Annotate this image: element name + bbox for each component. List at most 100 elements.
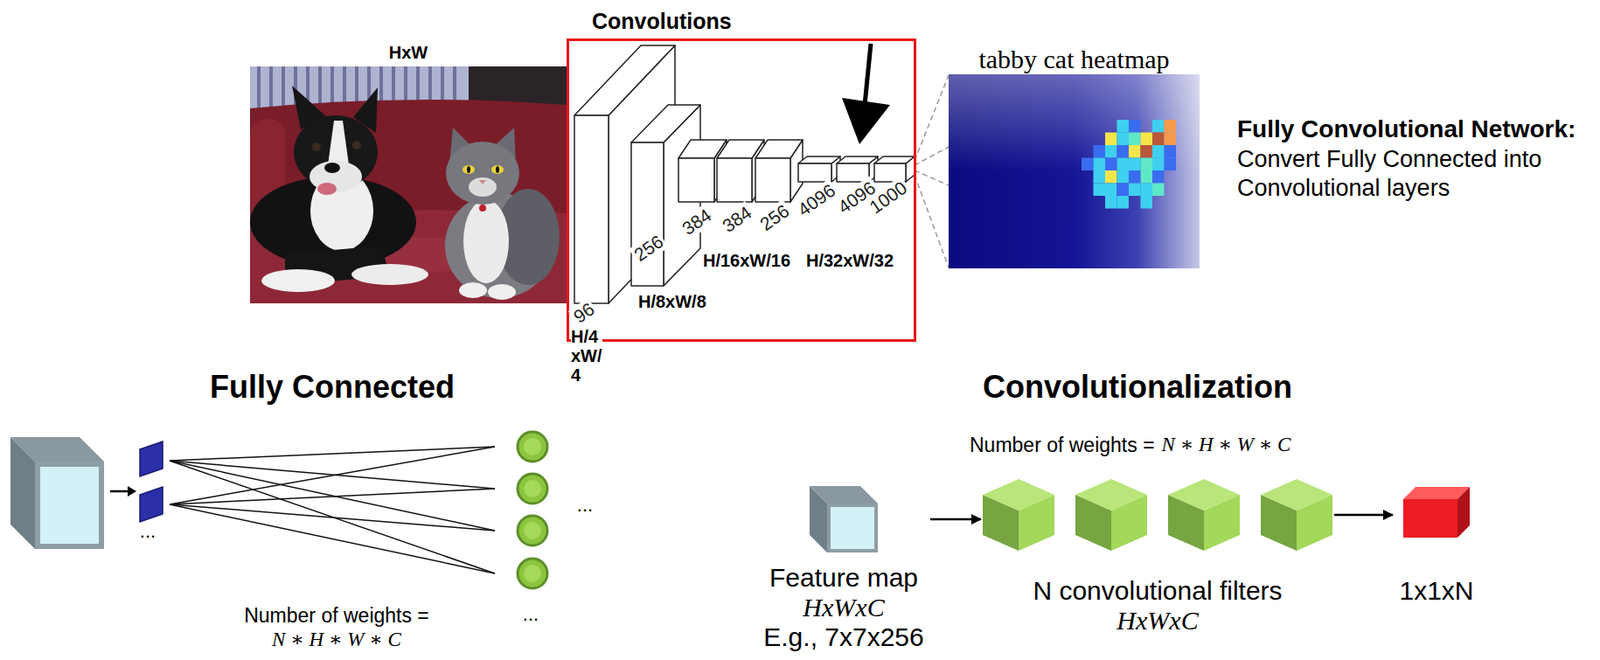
- heatmap-cells: [1128, 132, 1141, 147]
- output-neurons: [517, 515, 548, 546]
- node-text: N convolutional filters: [1032, 576, 1282, 606]
- node-text: HxWxC: [1116, 605, 1198, 636]
- output-neurons: [517, 558, 548, 589]
- ellipsis: ...: [577, 494, 593, 516]
- heatmap-cells: [1128, 183, 1141, 197]
- feature-map-cube: [809, 486, 878, 504]
- heatmap-cells: [1081, 158, 1094, 172]
- fc-connections: [169, 488, 495, 505]
- cnn-layer-blocks: [574, 45, 675, 116]
- node-text: E.g., 7x7x256: [763, 622, 924, 653]
- heatmap-cells: [1093, 170, 1107, 184]
- heatmap-cells: [1140, 195, 1154, 209]
- flow-arrow: [930, 518, 981, 522]
- output-neurons: [523, 480, 542, 498]
- cnn-layer-blocks: [678, 158, 715, 202]
- heatmap-cells: [1164, 158, 1177, 172]
- output-neurons: [523, 521, 542, 540]
- flattened-units: [139, 486, 163, 522]
- node-text: tabby cat heatmap: [978, 43, 1169, 75]
- heatmap-cells: [1128, 170, 1141, 184]
- output-neurons: [517, 431, 548, 462]
- flatten-arrow: [110, 486, 137, 497]
- dog-cat-photo: [324, 162, 341, 174]
- cnn-layer-blocks: [755, 139, 803, 159]
- heatmap-cells: [1164, 145, 1177, 159]
- fc-input-cube: [10, 437, 105, 462]
- resolution-label: H/16xW/16: [702, 250, 791, 271]
- heatmap-cells: [1093, 145, 1107, 159]
- heatmap-cells: [1140, 183, 1154, 197]
- dog-cat-photo: [445, 141, 520, 205]
- cnn-layer-blocks: [836, 156, 878, 164]
- weight-count: Number of weights =: [243, 603, 430, 628]
- dog-cat-photo: [352, 140, 362, 150]
- heatmap-image: [948, 74, 1200, 269]
- output-cuboid: [1403, 499, 1458, 538]
- node-text: HxW: [389, 38, 428, 67]
- resolution-label: H/4 xW/ 4: [570, 326, 603, 385]
- projection-lines: [914, 174, 949, 268]
- note-heading: Fully Convolutional Network:: [1237, 114, 1576, 144]
- flow-arrow: [1334, 514, 1393, 517]
- feature-map-cube: [828, 505, 877, 551]
- dog-cat-photo: [312, 142, 321, 152]
- fc-connections: [169, 446, 495, 461]
- fc-connections: [169, 504, 495, 531]
- dog-cat-photo: [495, 166, 500, 174]
- weight-formula: N ∗ H ∗ W ∗ C: [271, 627, 402, 653]
- projection-lines: [914, 75, 949, 268]
- heatmap-cells: [1128, 119, 1141, 133]
- channel-count: 256: [754, 199, 795, 237]
- shape-area: [758, 486, 929, 553]
- channel-count: 384: [716, 201, 758, 238]
- projection-lines: [914, 170, 949, 186]
- shape-area: [948, 74, 1200, 269]
- feature-map-cube: [809, 486, 878, 553]
- ellipsis: ...: [522, 604, 539, 626]
- node-text: Feature map: [769, 563, 919, 593]
- dog-cat-photo: [479, 204, 487, 212]
- big-down-arrow: [864, 43, 871, 105]
- cnn-layer-blocks: [574, 115, 609, 304]
- heatmap-image: [948, 74, 1200, 269]
- cnn-layer-blocks: [798, 156, 841, 164]
- heatmap-cells: [1128, 145, 1141, 159]
- big-down-arrow: [841, 43, 891, 145]
- fc-connections: [169, 460, 495, 489]
- cnn-layer-blocks: [574, 45, 915, 304]
- shape-area: [982, 479, 1333, 551]
- cnn-layer-blocks: [874, 156, 915, 164]
- projection-lines: [914, 75, 949, 161]
- heatmap-cells: [1117, 145, 1130, 159]
- heatmap-cells: [1164, 132, 1177, 147]
- shape-area: [1394, 486, 1479, 538]
- dog-cat-photo: [491, 165, 504, 174]
- heatmap-cells: [1105, 195, 1118, 209]
- dog-cat-photo: [250, 66, 567, 304]
- flattened-units: [139, 441, 163, 522]
- filter-cubes: [1260, 479, 1333, 511]
- cnn-layer-blocks: [631, 104, 701, 143]
- heatmap-cells: [1105, 132, 1118, 147]
- heatmap-cells: [1093, 183, 1107, 197]
- dog-cat-photo: [261, 269, 335, 293]
- heatmap-cells: [1152, 132, 1165, 147]
- filter-cubes: [1075, 479, 1148, 511]
- dog-cat-photo: [487, 284, 516, 300]
- fc-input-cube: [10, 437, 105, 550]
- heatmap-cells: [1152, 145, 1165, 159]
- heatmap-cells: [1105, 145, 1118, 159]
- weight-formula: N ∗ H ∗ W ∗ C: [1161, 432, 1292, 458]
- dog-cat-photo: [479, 180, 487, 185]
- heatmap-cells: [1152, 183, 1165, 197]
- heatmap-cells: [1152, 170, 1165, 184]
- weight-count: Number of weights =: [969, 432, 1155, 458]
- heatmap-cells: [1105, 183, 1118, 197]
- filter-cubes: [982, 479, 1055, 511]
- projection-lines: [914, 146, 949, 166]
- output-neurons: [517, 473, 548, 504]
- flattened-units: [139, 441, 163, 477]
